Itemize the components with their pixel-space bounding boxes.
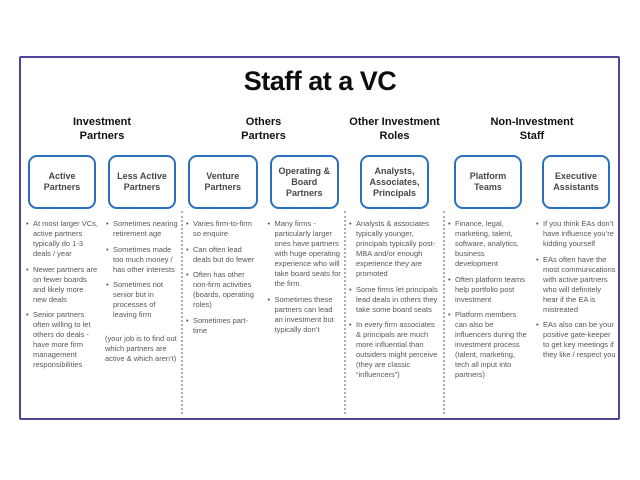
- role-box-venture-partners: Venture Partners: [188, 155, 258, 209]
- column-executive-assistants: Executive Assistants If you think EAs do…: [532, 155, 620, 386]
- bullet-item: Varies firm-to-firm so enquire: [185, 219, 261, 239]
- column-analysts-associates-principals: Analysts, Associates, Principals Analyst…: [345, 155, 444, 386]
- bullet-item: Sometimes made too much money / has othe…: [105, 245, 179, 275]
- bullet-item: At most larger VCs, active partners typi…: [25, 219, 99, 259]
- columns-row: Venture Partners Varies firm-to-firm so …: [182, 155, 345, 341]
- header-line: Roles: [379, 129, 410, 142]
- group-header-non-investment-staff: Non-Investment Staff: [444, 116, 620, 146]
- bullets-list: Sometimes nearing retirement age Sometim…: [104, 219, 180, 364]
- bullet-item: Many firms - particularly larger ones ha…: [267, 219, 343, 289]
- bullets-list: Varies firm-to-firm so enquire Can often…: [184, 219, 262, 336]
- bullet-item: Can often lead deals but do fewer: [185, 245, 261, 265]
- header-line: Non-Investment: [490, 116, 574, 128]
- header-line: Partners: [79, 129, 125, 142]
- column-venture-partners: Venture Partners Varies firm-to-firm so …: [182, 155, 264, 341]
- group-header-investment-partners: Investment Partners: [22, 116, 182, 146]
- group-header-other-investment-roles: Other Investment Roles: [345, 116, 444, 146]
- bullet-item: Senior partners often willing to let oth…: [25, 310, 99, 370]
- bullet-item: EAs often have the most communications w…: [535, 255, 617, 315]
- header-line: Partners: [241, 129, 286, 142]
- bullets-list: If you think EAs don’t have influence yo…: [534, 219, 618, 360]
- bullet-item: Often has other non-firm activities (boa…: [185, 270, 261, 310]
- bullet-item: EAs also can be your positive gate-keepe…: [535, 320, 617, 360]
- group-others-partners: Others Partners Venture Partners Varies …: [182, 116, 345, 386]
- role-box-platform-teams: Platform Teams: [454, 155, 522, 209]
- bullet-item: Sometimes part-time: [185, 316, 261, 336]
- header-line: Others: [245, 116, 282, 128]
- role-box-operating-board-partners: Operating & Board Partners: [269, 155, 339, 209]
- note-text: (your job is to find out which partners …: [105, 334, 177, 363]
- bullets-list: Analysts & associates typically younger,…: [347, 219, 442, 380]
- columns-row: Analysts, Associates, Principals Analyst…: [345, 155, 444, 386]
- column-operating-board-partners: Operating & Board Partners Many firms - …: [264, 155, 346, 341]
- column-platform-teams: Platform Teams Finance, legal, marketing…: [444, 155, 532, 386]
- bullet-item: Analysts & associates typically younger,…: [348, 219, 441, 279]
- column-active-partners: Active Partners At most larger VCs, acti…: [22, 155, 102, 376]
- dotted-separator-1: [181, 211, 183, 414]
- bullet-item: Often platform teams help portfolio post…: [447, 275, 529, 305]
- role-box-analysts-associates-principals: Analysts, Associates, Principals: [360, 155, 429, 209]
- bullet-item: Some firms let principals lead deals in …: [348, 285, 441, 315]
- group-non-investment-staff: Non-Investment Staff Platform Teams Fina…: [444, 116, 620, 386]
- columns-row: Platform Teams Finance, legal, marketing…: [444, 155, 620, 386]
- bullets-list: Many firms - particularly larger ones ha…: [266, 219, 344, 335]
- bullet-item: In every firm associates & principals ar…: [348, 320, 441, 380]
- page-title: Staff at a VC: [243, 66, 397, 96]
- bullet-item: Sometimes these partners can lead an inv…: [267, 295, 343, 335]
- column-less-active-partners: Less Active Partners Sometimes nearing r…: [102, 155, 182, 376]
- dotted-separator-2: [344, 211, 346, 414]
- group-investment-partners: Investment Partners Active Partners At m…: [22, 116, 182, 386]
- dotted-separator-3: [443, 211, 445, 414]
- role-box-less-active-partners: Less Active Partners: [108, 155, 176, 209]
- bullet-item: If you think EAs don’t have influence yo…: [535, 219, 617, 249]
- group-other-investment-roles: Other Investment Roles Analysts, Associa…: [345, 116, 444, 386]
- role-box-executive-assistants: Executive Assistants: [542, 155, 610, 209]
- groups-row: Investment Partners Active Partners At m…: [22, 116, 620, 386]
- bullet-item: Platform members can also be influencers…: [447, 310, 529, 380]
- header-line: Staff: [519, 129, 545, 142]
- bullets-list: Finance, legal, marketing, talent, softw…: [446, 219, 530, 380]
- group-header-others-partners: Others Partners: [182, 116, 345, 146]
- bullet-item: Sometimes nearing retirement age: [105, 219, 179, 239]
- header-line: Investment: [72, 116, 132, 128]
- bullet-item: Finance, legal, marketing, talent, softw…: [447, 219, 529, 269]
- role-box-active-partners: Active Partners: [28, 155, 96, 209]
- bullet-item: Sometimes not senior but in processes of…: [105, 280, 179, 320]
- bullets-list: At most larger VCs, active partners typi…: [24, 219, 100, 370]
- header-line: Other Investment: [349, 116, 440, 128]
- bullet-item: Newer partners are on fewer boards and l…: [25, 265, 99, 305]
- columns-row: Active Partners At most larger VCs, acti…: [22, 155, 182, 376]
